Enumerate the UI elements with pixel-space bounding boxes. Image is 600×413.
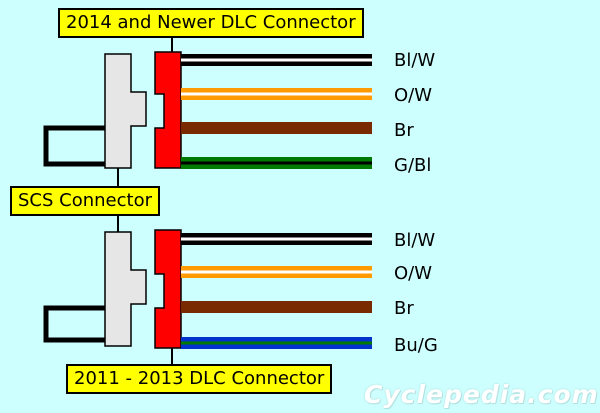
top-wire-label-1: Bl/W bbox=[394, 50, 436, 71]
top-wire-4-tracer bbox=[181, 161, 372, 165]
bottom-dlc-connector bbox=[154, 229, 182, 349]
bottom-dlc-label: 2011 - 2013 DLC Connector bbox=[66, 364, 333, 394]
bottom-wire-3 bbox=[181, 301, 372, 313]
top-scs-connector bbox=[104, 53, 147, 169]
bottom-wire-1-tracer bbox=[181, 237, 372, 241]
top-wire-label-3: Br bbox=[394, 120, 414, 141]
scs-connector-label: SCS Connector bbox=[10, 186, 160, 216]
top-assembly bbox=[43, 51, 372, 169]
top-wire-3 bbox=[181, 122, 372, 134]
top-scs-jumper-loop bbox=[43, 125, 105, 167]
bottom-wire-4-tracer bbox=[181, 341, 372, 345]
top-dlc-connector bbox=[154, 51, 182, 169]
top-dlc-label: 2014 and Newer DLC Connector bbox=[58, 8, 364, 38]
bottom-wire-2-tracer bbox=[181, 270, 372, 274]
bottom-wire-label-2: O/W bbox=[394, 263, 433, 284]
top-wire-2-tracer bbox=[181, 92, 372, 96]
bottom-assembly bbox=[43, 229, 372, 349]
bottom-wire-label-1: Bl/W bbox=[394, 230, 436, 251]
cyclepedia-watermark: Cyclepedia.com bbox=[364, 380, 599, 409]
bottom-wire-label-4: Bu/G bbox=[394, 335, 438, 356]
top-wire-label-2: O/W bbox=[394, 85, 433, 106]
top-wire-1-tracer bbox=[181, 58, 372, 62]
top-wire-harness bbox=[181, 54, 372, 169]
top-wire-label-4: G/Bl bbox=[394, 155, 432, 176]
bottom-wire-label-3: Br bbox=[394, 298, 414, 319]
bottom-wire-harness bbox=[181, 233, 372, 349]
bottom-scs-connector bbox=[104, 231, 147, 347]
bottom-scs-jumper-loop bbox=[43, 305, 105, 343]
